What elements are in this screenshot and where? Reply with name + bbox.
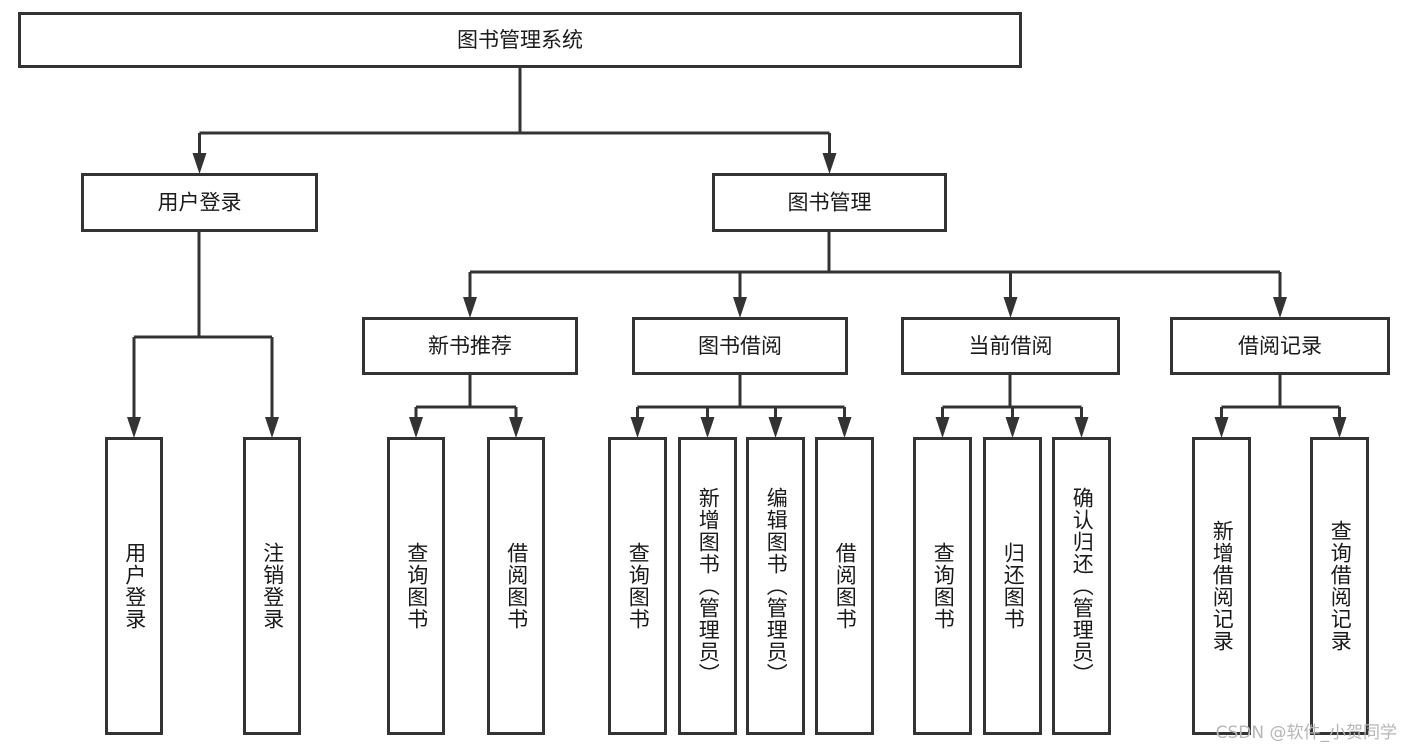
node-box-leaf-user-login[interactable] — [105, 437, 163, 735]
node-label-current-borrow: 当前借阅 — [969, 334, 1053, 358]
arrow-head-icon — [768, 417, 783, 438]
node-box-leaf-query-record[interactable] — [1310, 437, 1369, 735]
arrow-head-icon — [1003, 297, 1018, 318]
arrow-head-icon — [409, 417, 423, 438]
arrow-head-icon — [837, 417, 852, 438]
node-label-root: 图书管理系统 — [457, 28, 583, 52]
arrow-head-icon — [630, 417, 645, 438]
arrow-head-icon — [1214, 417, 1229, 438]
node-box-leaf-query-book-nbr[interactable] — [387, 437, 445, 735]
arrow-head-icon — [265, 417, 279, 438]
arrow-head-icon — [1273, 297, 1287, 318]
arrow-head-icon — [1074, 417, 1089, 438]
connector-group — [463, 232, 1287, 318]
node-label-new-book-recommend: 新书推荐 — [428, 334, 512, 358]
arrow-head-icon — [822, 153, 837, 174]
arrow-head-icon — [1332, 417, 1347, 438]
connector-group — [630, 375, 852, 438]
connector-group — [935, 375, 1089, 438]
node-label-borrow-record: 借阅记录 — [1238, 334, 1322, 358]
node-box-leaf-confirm-return[interactable] — [1052, 437, 1111, 735]
node-box-leaf-query-book-bb[interactable] — [608, 437, 667, 735]
node-label-book-manage: 图书管理 — [788, 191, 872, 215]
node-box-leaf-logout[interactable] — [243, 437, 301, 735]
connector-group — [192, 68, 837, 174]
node-box-current-borrow[interactable] — [901, 317, 1120, 375]
arrow-head-icon — [509, 417, 523, 438]
node-box-leaf-query-book-cb[interactable] — [913, 437, 972, 735]
arrow-head-icon — [463, 297, 477, 318]
node-box-leaf-add-record[interactable] — [1192, 437, 1251, 735]
node-box-leaf-edit-book[interactable] — [746, 437, 805, 735]
node-box-leaf-borrow-book-bb[interactable] — [815, 437, 874, 735]
node-box-leaf-borrow-book-nbr[interactable] — [487, 437, 545, 735]
node-box-new-book-recommend[interactable] — [362, 317, 578, 375]
connector-group — [1214, 375, 1347, 438]
arrow-head-icon — [192, 153, 207, 174]
node-box-book-manage[interactable] — [712, 173, 947, 232]
node-box-borrow-record[interactable] — [1170, 317, 1390, 375]
node-box-leaf-add-book[interactable] — [678, 437, 737, 735]
arrow-head-icon — [935, 417, 950, 438]
node-label-user-login: 用户登录 — [158, 191, 242, 215]
connector-group — [127, 232, 279, 438]
node-box-user-login[interactable] — [81, 173, 318, 232]
node-box-root[interactable] — [18, 12, 1022, 68]
node-box-leaf-return-book[interactable] — [983, 437, 1042, 735]
connector-group — [409, 375, 523, 438]
node-label-book-borrow: 图书借阅 — [698, 334, 782, 358]
arrow-head-icon — [127, 417, 141, 438]
arrow-head-icon — [1005, 417, 1020, 438]
arrow-head-icon — [700, 417, 715, 438]
node-box-book-borrow[interactable] — [632, 317, 848, 375]
arrow-head-icon — [733, 297, 747, 318]
